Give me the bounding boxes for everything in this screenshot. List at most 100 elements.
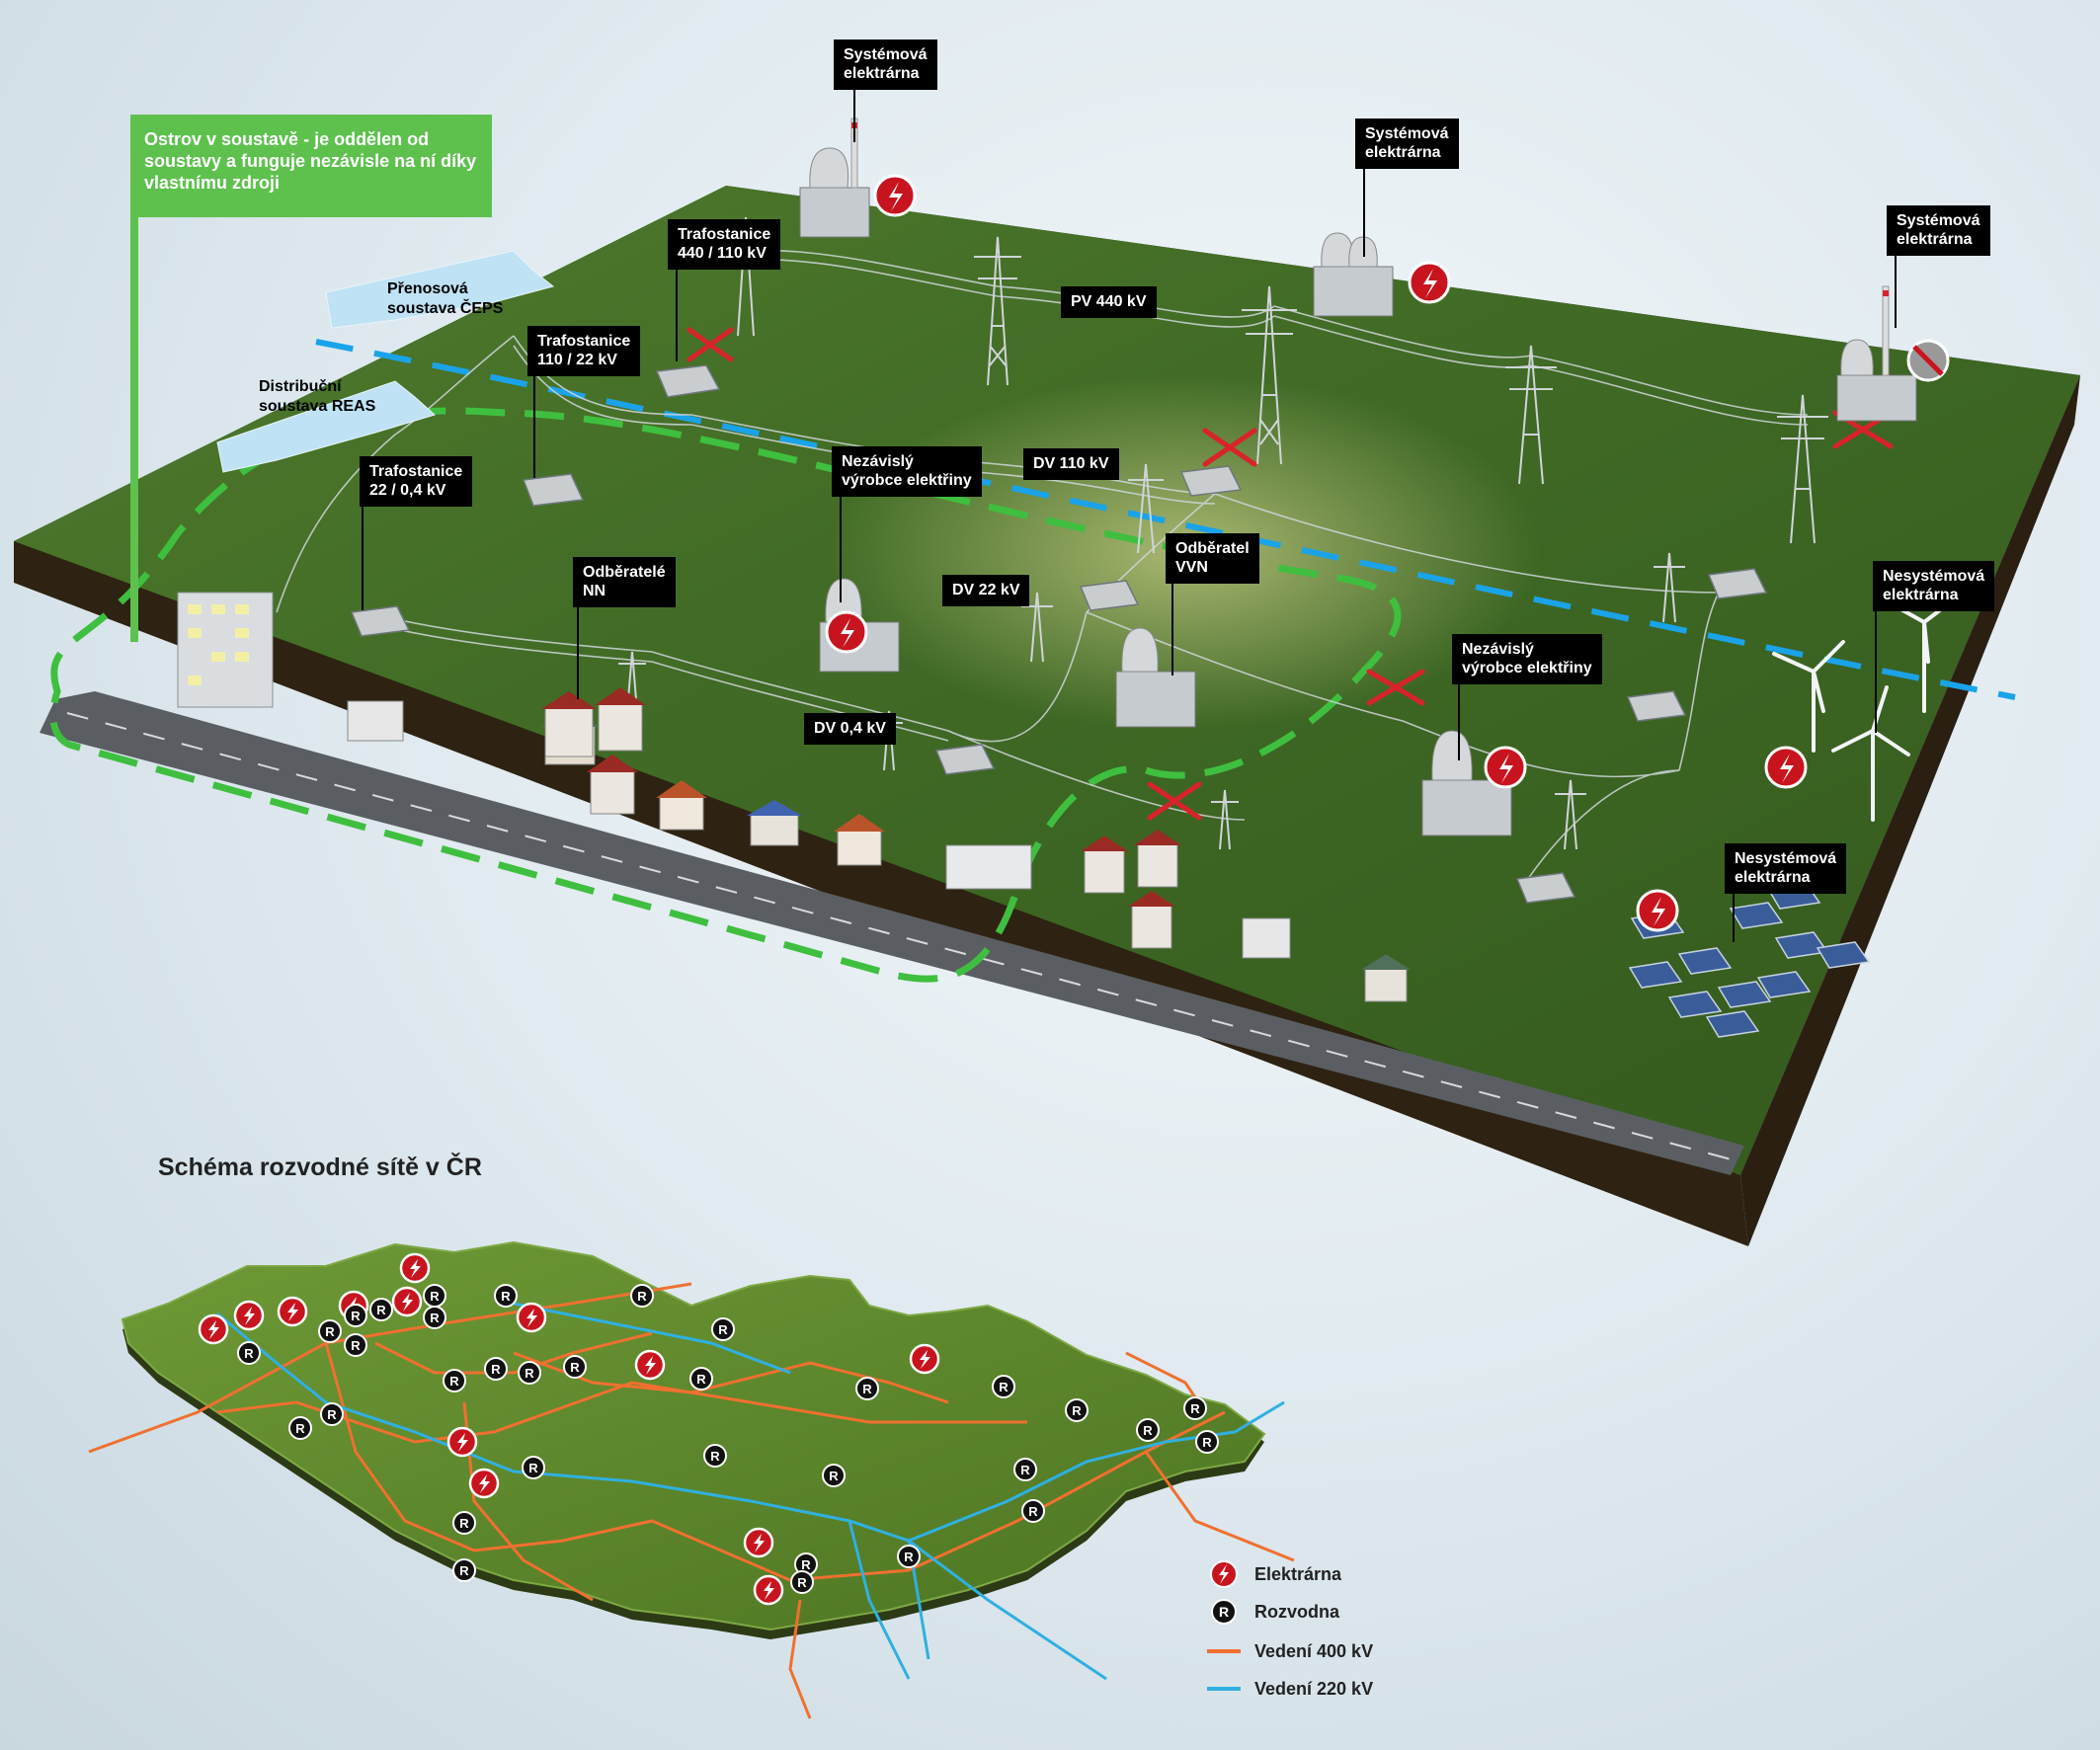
map-substation-letter: R (570, 1360, 580, 1375)
label-consumer-vvn: Odběratel VVN (1166, 533, 1259, 584)
map-substation-marker: R (630, 1284, 654, 1308)
map-substation-marker: R (320, 1402, 344, 1426)
disconnect-markers (687, 327, 1894, 821)
wind-turbines (1772, 595, 1960, 822)
legend-line-400-label: Vedení 400 kV (1254, 1640, 1374, 1661)
map-substation-marker: R (1195, 1430, 1219, 1454)
transmission-arrow (325, 250, 555, 329)
label-independent-producer-2: Nezávislý výrobce elektřiny (1452, 634, 1602, 684)
map-substation-letter: R (797, 1575, 807, 1590)
map-power-plant-marker (233, 1300, 265, 1331)
leader-consumer-vvn (1171, 577, 1173, 676)
transmission-boundary-line (315, 339, 2016, 700)
map-substation-letter: R (327, 1407, 337, 1422)
map-substation-marker: R (423, 1284, 446, 1308)
label-independent-producer-1: Nezávislý výrobce elektřiny (832, 446, 982, 497)
line-400-swatch (1207, 1637, 1241, 1665)
label-line-dv22: DV 22 kV (942, 575, 1030, 606)
map-substation-marker: R (822, 1464, 846, 1487)
label-line-dv110: DV 110 kV (1023, 448, 1119, 480)
leader-independent-producer-1 (840, 490, 842, 602)
solar-panels (1628, 882, 1871, 1038)
map-power-plant-marker (446, 1426, 478, 1458)
label-system-plant-3: Systémová elektrárna (1887, 205, 1990, 256)
map-substation-marker: R (855, 1377, 879, 1400)
map-substation-marker: R (1065, 1398, 1089, 1422)
label-line-pv440: PV 440 kV (1061, 286, 1157, 318)
map-substation-letter: R (1202, 1435, 1212, 1450)
map-substation-letter: R (351, 1309, 361, 1323)
map-substation-letter: R (801, 1557, 811, 1572)
map-power-plant-marker (277, 1296, 308, 1327)
legend-power-plant: Elektrárna (1207, 1560, 1341, 1588)
legend-line-400: Vedení 400 kV (1207, 1637, 1373, 1665)
label-substation-440-110: Trafostanice 440 / 110 kV (668, 219, 781, 270)
map-substation-letter: R (528, 1461, 538, 1475)
map-substation-letter: R (1190, 1401, 1200, 1416)
map-substation-letter: R (459, 1516, 469, 1531)
map-substation-letter: R (904, 1550, 914, 1564)
terrain-board (14, 186, 2080, 1246)
label-nonsystem-plant-solar: Nesystémová elektrárna (1725, 843, 1847, 894)
map-substation-letter: R (999, 1380, 1009, 1394)
map-substation-marker: R (423, 1306, 446, 1329)
map-substation-letter: R (430, 1289, 440, 1304)
map-substation-letter: R (491, 1362, 501, 1377)
label-consumers-nn: Odběratelé NN (573, 557, 676, 607)
transmission-arrow-label: Přenosová soustava ČEPS (387, 280, 504, 317)
map-substation-marker: R (452, 1558, 476, 1582)
map-substation-marker: R (369, 1298, 393, 1321)
map-substation-marker: R (494, 1284, 518, 1308)
map-substation-letter: R (376, 1303, 386, 1317)
lightning-icon (1207, 1560, 1241, 1588)
leader-substation-440-110 (676, 263, 678, 361)
map-substation-letter: R (862, 1382, 872, 1396)
leader-system-plant-1 (853, 83, 855, 142)
map-substation-letter: R (325, 1324, 335, 1339)
map-substation-marker: R (518, 1361, 541, 1385)
map-substation-marker: R (992, 1375, 1015, 1398)
legend-substation: R Rozvodna (1207, 1598, 1339, 1626)
leader-system-plant-2 (1363, 162, 1365, 257)
map-power-plant-marker (634, 1349, 666, 1381)
legend-power-plant-label: Elektrárna (1254, 1563, 1342, 1584)
map-substation-marker: R (237, 1341, 261, 1365)
map-substation-letter: R (459, 1563, 469, 1578)
map-substation-letter: R (1020, 1463, 1030, 1477)
map-substation-marker: R (689, 1367, 713, 1391)
cz-map (88, 1240, 1295, 1719)
map-substation-marker: R (1136, 1418, 1160, 1442)
label-substation-110-22: Trafostanice 110 / 22 kV (527, 326, 641, 376)
substation-icon: R (1207, 1598, 1241, 1626)
legend-substation-label: Rozvodna (1254, 1601, 1340, 1622)
map-title: Schéma rozvodné sítě v ČR (158, 1153, 482, 1181)
map-substation-letter: R (637, 1289, 647, 1304)
map-power-plant-marker (198, 1313, 229, 1345)
leader-system-plant-3 (1895, 249, 1897, 328)
pylons (618, 216, 1828, 850)
power-lines (276, 249, 1809, 890)
power-stations (799, 118, 1917, 836)
map-substation-letter: R (351, 1338, 361, 1353)
map-substation-marker: R (1183, 1396, 1207, 1420)
label-system-plant-1: Systémová elektrárna (834, 40, 937, 90)
map-substation-letter: R (244, 1346, 254, 1361)
distribution-arrow (216, 380, 436, 473)
map-substation-marker: R (443, 1369, 466, 1392)
line-220-swatch (1207, 1675, 1241, 1703)
map-power-plant-marker (753, 1574, 784, 1606)
map-substation-letter: R (696, 1372, 706, 1387)
map-substation-letter: R (829, 1469, 839, 1483)
leader-independent-producer-2 (1458, 677, 1460, 760)
label-nonsystem-plant-wind: Nesystémová elektrárna (1873, 561, 1995, 611)
label-substation-22-04: Trafostanice 22 / 0,4 kV (360, 456, 473, 507)
map-substation-marker: R (711, 1317, 735, 1341)
map-substation-letter: R (430, 1311, 440, 1325)
island-note-box: Ostrov v soustavě - je oddělen od sousta… (130, 115, 492, 217)
distribution-arrow-label: Distribuční soustava REAS (259, 378, 376, 415)
map-substation-marker: R (452, 1511, 476, 1535)
map-power-plant-marker (399, 1252, 431, 1284)
label-system-plant-2: Systémová elektrárna (1355, 119, 1459, 169)
label-line-dv04: DV 0,4 kV (804, 713, 896, 745)
